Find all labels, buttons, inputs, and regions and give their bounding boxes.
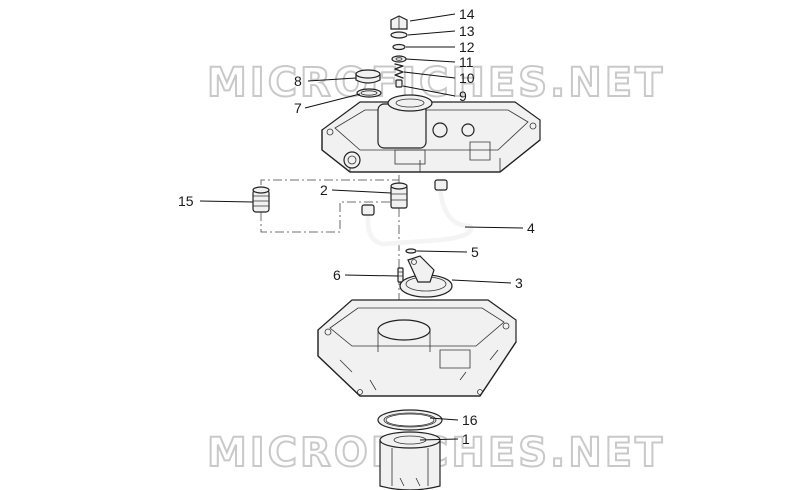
callout-14: 14 [459, 6, 475, 22]
callout-4: 4 [527, 220, 535, 236]
callout-11: 11 [459, 54, 474, 70]
plug-14 [390, 15, 408, 30]
spring-10 [394, 63, 404, 79]
callout-6: 6 [333, 267, 341, 283]
callout-5: 5 [471, 244, 479, 260]
fitting-15 [252, 186, 270, 213]
washer-12 [392, 43, 406, 51]
callout-16: 16 [462, 412, 478, 428]
washer-13 [390, 31, 408, 39]
callout-8: 8 [294, 73, 302, 89]
assembly-centerlines [260, 175, 400, 300]
callout-2: 2 [320, 182, 328, 198]
oil-filter-1 [379, 431, 441, 490]
callout-10: 10 [459, 70, 475, 86]
leader-lines [199, 13, 524, 441]
gasket-16 [377, 409, 443, 431]
callout-15: 15 [178, 193, 194, 209]
oil-pan [317, 299, 517, 397]
valve-9 [395, 79, 403, 88]
callout-1: 1 [462, 431, 470, 447]
callout-12: 12 [459, 39, 475, 55]
callout-3: 3 [515, 275, 523, 291]
callout-9: 9 [459, 88, 467, 104]
callout-7: 7 [294, 100, 302, 116]
screw-6 [397, 267, 404, 283]
o-ring-5 [405, 248, 417, 254]
callout-13: 13 [459, 23, 475, 39]
strainer-3 [399, 255, 453, 298]
upper-sump-housing [321, 94, 541, 173]
filler-cap-8 [355, 69, 381, 84]
fitting-2 [390, 182, 408, 209]
callout-labels: 14 13 12 11 10 9 8 7 15 2 4 5 6 3 16 1 [178, 6, 535, 447]
washer-11 [391, 55, 407, 63]
o-ring-7 [356, 88, 382, 98]
watermark-top: MICROFICHES.NET [207, 60, 665, 106]
oil-pipe-4 [361, 179, 474, 247]
